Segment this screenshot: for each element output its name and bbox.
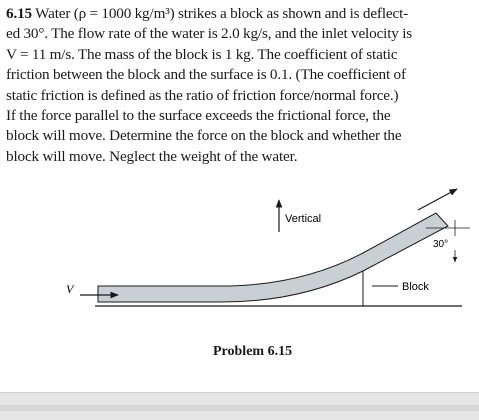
velocity-label: V (66, 282, 75, 296)
block-label: Block (402, 281, 429, 293)
vertical-label: Vertical (285, 213, 321, 225)
problem-line-8: block will move. Neglect the weight of t… (6, 147, 298, 165)
problem-line-1: 6.15 Water (ρ = 1000 kg/m³) strikes a bl… (6, 5, 409, 22)
water-jet (97, 212, 449, 303)
problem-line-3: V = 11 m/s. The mass of the block is 1 k… (6, 45, 398, 63)
angle-label: 30° (433, 239, 448, 250)
figure-caption: Problem 6.15 (213, 344, 293, 359)
problem-line-4: friction between the block and the surfa… (6, 66, 406, 84)
problem-number: 6.15 (6, 5, 32, 22)
horizontal-scrollbar[interactable] (0, 405, 479, 411)
problem-line-7: block will move. Determine the force on … (6, 127, 402, 145)
problem-line-2: ed 30°. The flow rate of the water is 2.… (6, 25, 413, 43)
exit-flow-arrow (417, 188, 458, 211)
problem-statement: 6.15 Water (ρ = 1000 kg/m³) strikes a bl… (6, 4, 472, 167)
problem-line-6: If the force parallel to the surface exc… (6, 107, 391, 125)
footer-scroll-area (0, 392, 479, 420)
problem-line-5: static friction is defined as the ratio … (6, 86, 399, 104)
